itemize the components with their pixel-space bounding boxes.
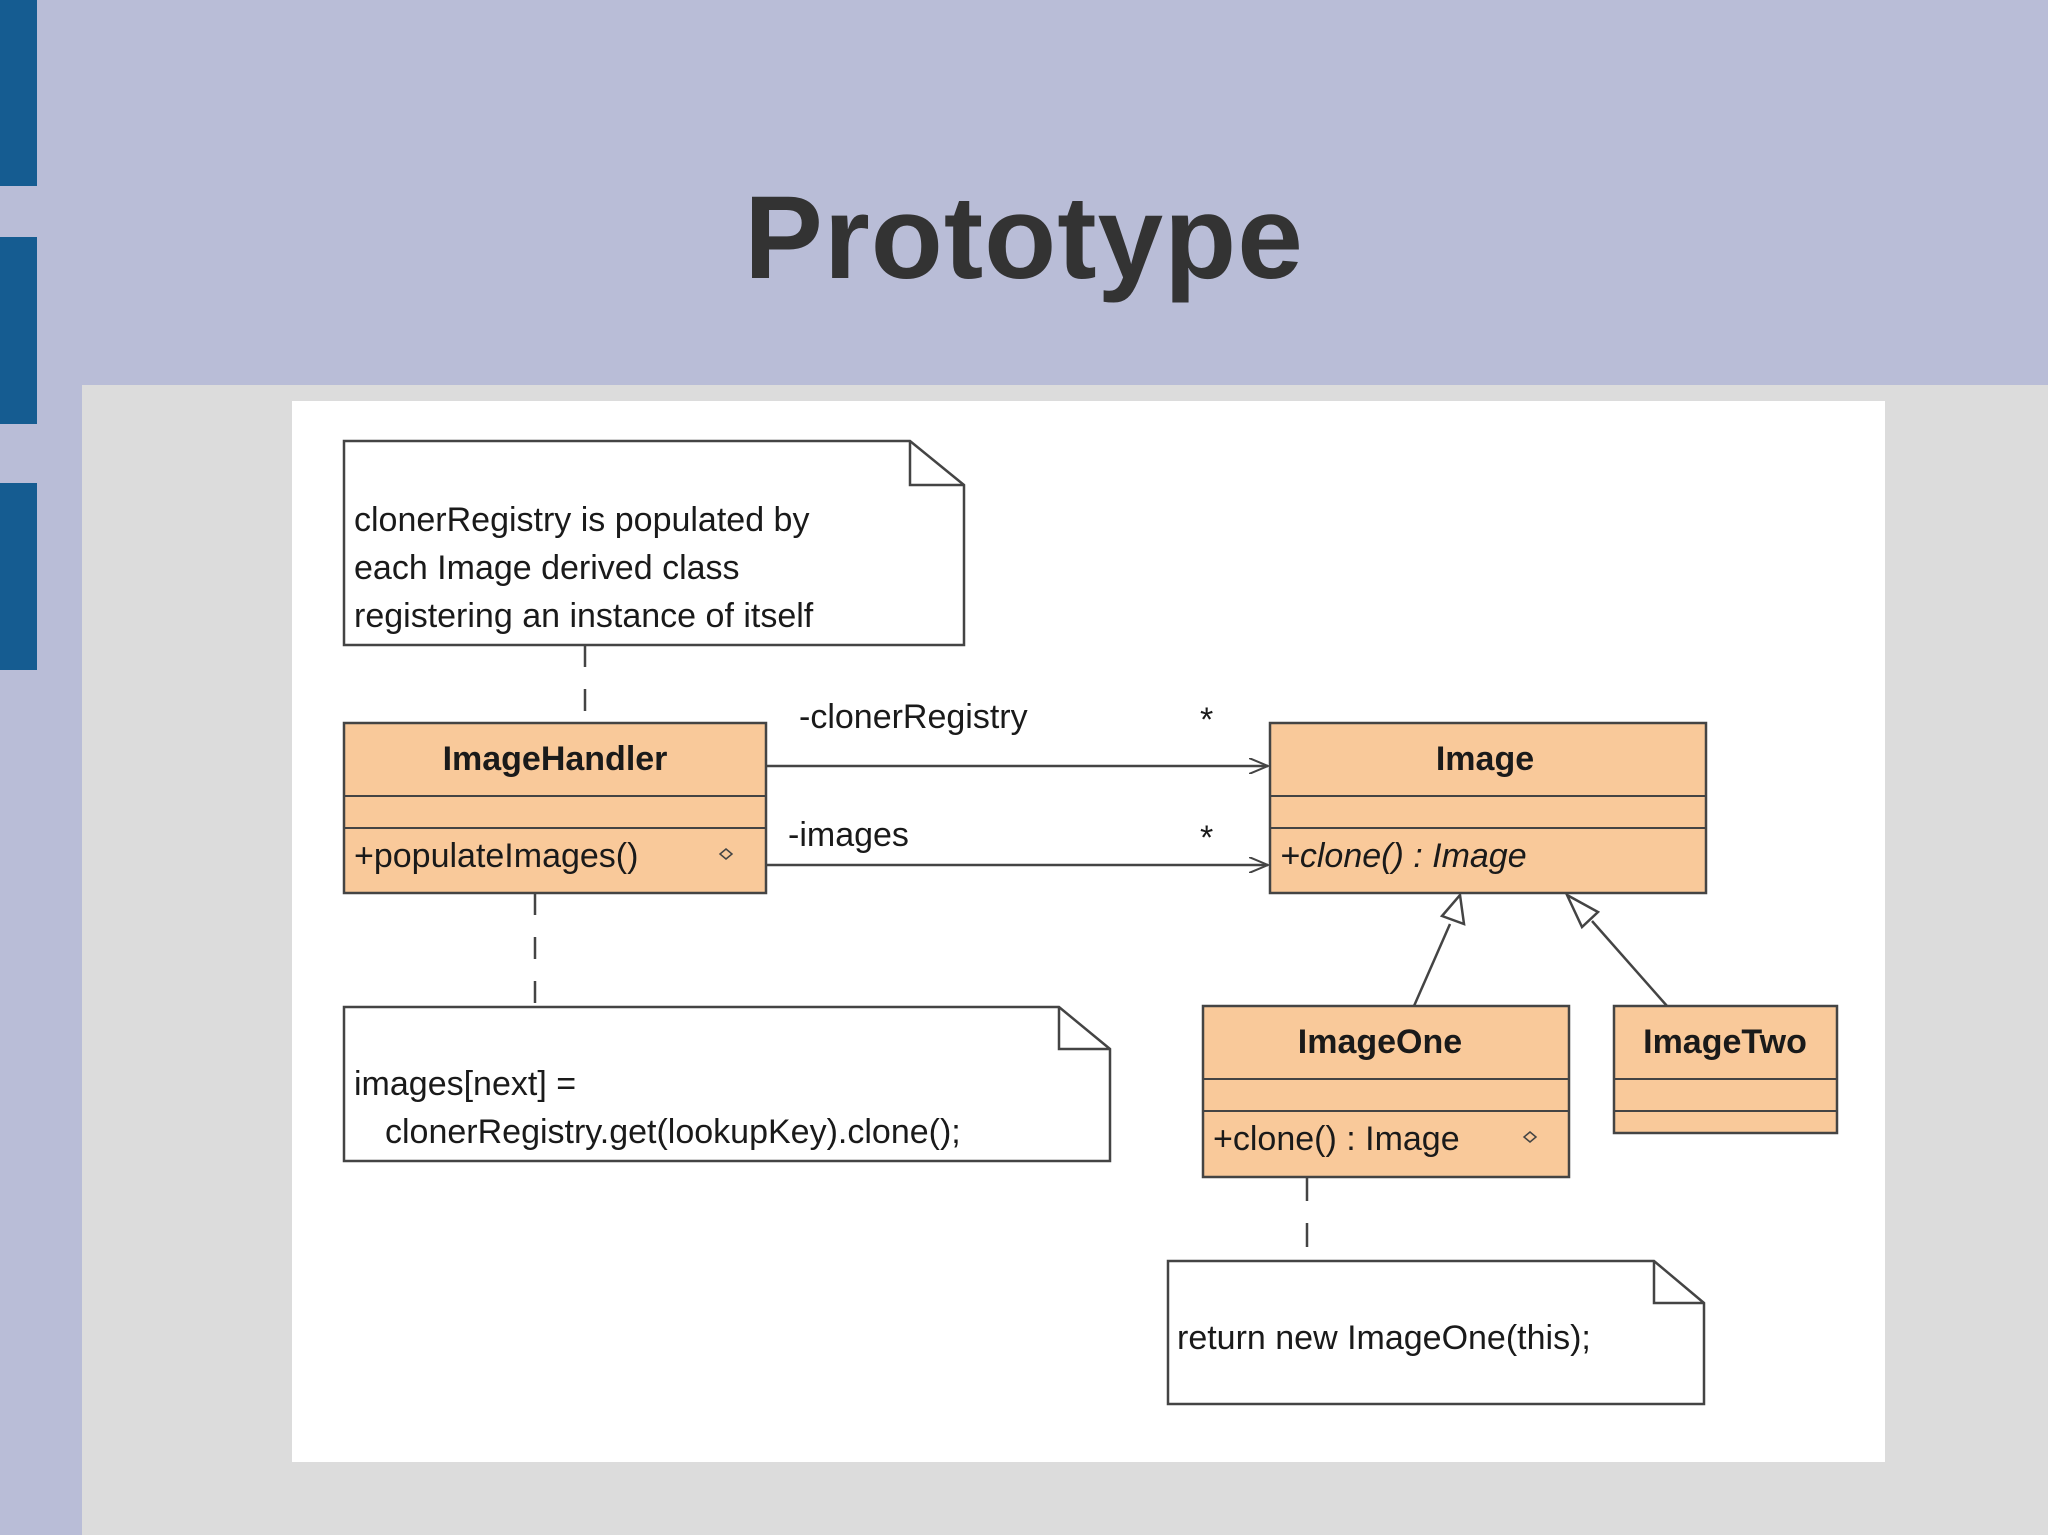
class-image-handler-operation: +populateImages() — [354, 837, 638, 875]
association-images-multiplicity: * — [1200, 819, 1213, 857]
class-image-one-operation: +clone() : Image — [1213, 1120, 1460, 1158]
class-image-two-name: ImageTwo — [1643, 1023, 1807, 1061]
note-clone: return new ImageOne(this); — [1166, 1259, 1706, 1406]
side-accent-bar-top — [0, 0, 37, 186]
association-cloner-registry: -clonerRegistry * — [766, 698, 1268, 766]
generalization-image-two — [1564, 892, 1668, 1007]
note-clone-line-1: return new ImageOne(this); — [1177, 1319, 1591, 1357]
side-accent-bar-middle — [0, 237, 37, 424]
association-images-role: -images — [788, 816, 909, 854]
slide-title: Prototype — [0, 170, 2048, 306]
association-images: -images * — [766, 816, 1268, 865]
generalization-image-one — [1412, 892, 1466, 1007]
uml-diagram: clonerRegistry is populated by each Imag… — [292, 401, 1885, 1462]
class-image-one: ImageOne +clone() : Image — [1201, 1004, 1571, 1179]
class-image: Image +clone() : Image — [1268, 721, 1708, 895]
class-image-handler: ImageHandler +populateImages() — [342, 721, 768, 895]
note-registry-line-3: registering an instance of itself — [354, 597, 814, 635]
note-populate-line-2: clonerRegistry.get(lookupKey).clone(); — [385, 1113, 961, 1151]
note-populate-line-1: images[next] = — [354, 1065, 576, 1103]
uml-diagram-canvas: clonerRegistry is populated by each Imag… — [342, 439, 1839, 1406]
class-image-one-name: ImageOne — [1298, 1023, 1462, 1061]
class-image-two: ImageTwo — [1612, 1004, 1839, 1135]
note-registry: clonerRegistry is populated by each Imag… — [342, 439, 966, 647]
association-cloner-registry-role: -clonerRegistry — [799, 698, 1028, 736]
note-registry-line-1: clonerRegistry is populated by — [354, 501, 809, 539]
note-populate: images[next] = clonerRegistry.get(lookup… — [342, 1005, 1112, 1163]
operation-note-marker-icon — [718, 848, 734, 860]
note-registry-line-2: each Image derived class — [354, 549, 740, 587]
inheritance-triangle-icon — [1439, 892, 1466, 926]
side-accent-bar-bottom — [0, 483, 37, 670]
slide-title-text: Prototype — [744, 172, 1304, 304]
inheritance-triangle-icon — [1564, 892, 1601, 930]
association-cloner-registry-multiplicity: * — [1200, 701, 1213, 739]
class-image-handler-name: ImageHandler — [443, 740, 668, 778]
class-image-operation: +clone() : Image — [1280, 837, 1527, 875]
operation-note-marker-icon — [1522, 1131, 1538, 1143]
class-image-name: Image — [1436, 740, 1534, 778]
